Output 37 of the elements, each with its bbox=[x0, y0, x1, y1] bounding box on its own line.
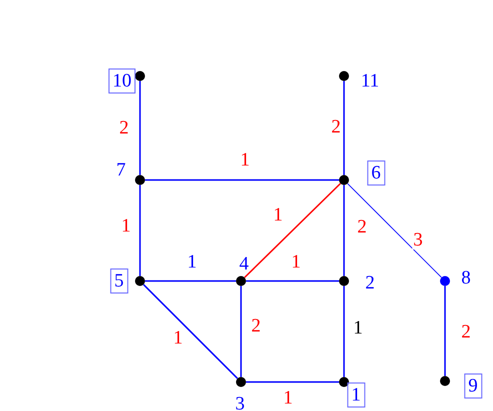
vertex-label: 3 bbox=[234, 394, 246, 411]
vertex-label: 5 bbox=[110, 268, 128, 294]
vertex-dot bbox=[339, 71, 349, 81]
vertex-dot bbox=[339, 276, 349, 286]
vertex-label: 4 bbox=[238, 254, 250, 274]
vertex-dot bbox=[135, 71, 145, 81]
graph-edge bbox=[246, 381, 339, 383]
graph-edge bbox=[244, 182, 341, 278]
graph-edge bbox=[240, 286, 242, 377]
vertex-dot bbox=[135, 175, 145, 185]
graph-edge bbox=[444, 286, 446, 376]
vertex-dot bbox=[440, 276, 450, 286]
vertex-label: 7 bbox=[115, 160, 127, 180]
vertex-label: 2 bbox=[364, 272, 376, 294]
graph-edge bbox=[343, 81, 345, 175]
vertex-dot bbox=[236, 276, 246, 286]
vertex-dot bbox=[339, 175, 349, 185]
vertex-dot bbox=[339, 377, 349, 387]
vertex-dot bbox=[236, 377, 246, 387]
graph-edge bbox=[139, 185, 141, 276]
graph-edge bbox=[246, 280, 339, 282]
vertex-label: 6 bbox=[367, 160, 385, 186]
vertex-dot bbox=[440, 376, 450, 386]
graph-edge bbox=[347, 183, 442, 278]
graph-edge bbox=[139, 81, 141, 175]
graph-edge bbox=[343, 185, 345, 276]
vertex-label: 1 bbox=[347, 382, 365, 408]
edge-weight: 3 bbox=[412, 230, 424, 250]
graph-edge bbox=[143, 284, 238, 379]
vertex-label: 11 bbox=[360, 70, 380, 92]
vertex-label: 9 bbox=[464, 374, 482, 398]
vertex-label: 8 bbox=[460, 268, 472, 288]
graph-edge bbox=[145, 280, 236, 282]
vertex-label: 10 bbox=[108, 68, 136, 94]
vertex-dot bbox=[135, 276, 145, 286]
graph-edge bbox=[343, 286, 345, 377]
graph-edge bbox=[145, 179, 339, 181]
